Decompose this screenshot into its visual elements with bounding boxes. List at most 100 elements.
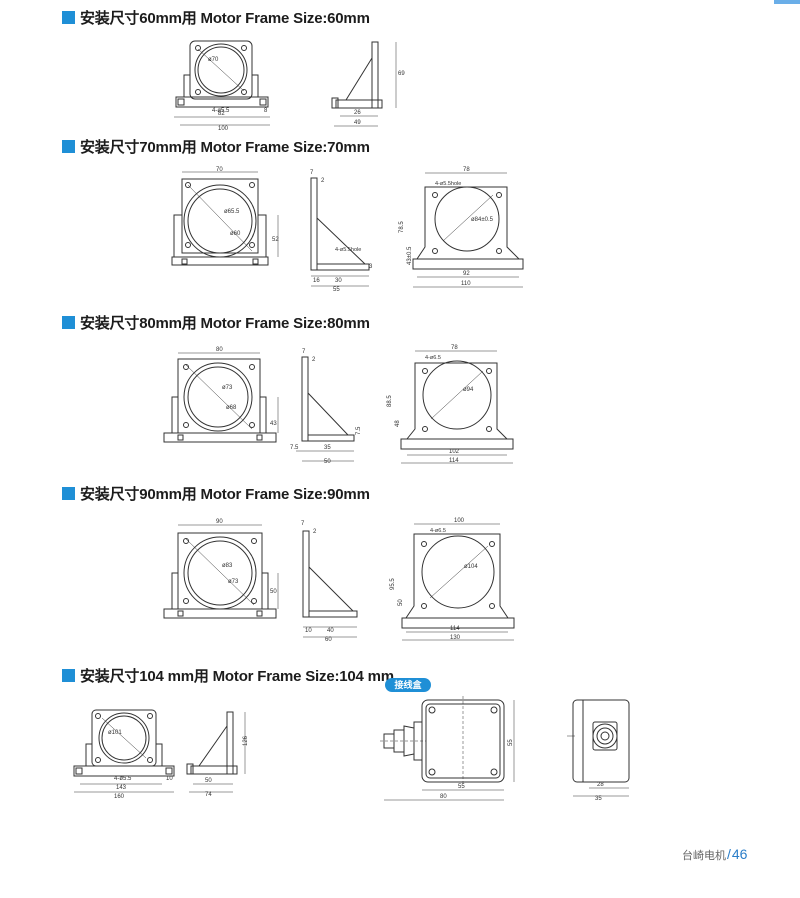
dim-text: 70 [216,167,223,173]
dim-text: 102 [449,449,460,455]
dim-text: 55 [508,739,514,746]
dim-text: 10 [305,628,312,634]
dim-text: 7 [302,349,306,355]
dim-text: 82 [218,111,225,117]
dim-text: 92 [463,271,470,277]
dim-text: 43 [270,421,277,427]
dim-text: 8 [264,108,268,114]
dim-text: 60 [325,637,332,643]
dim-text: 48 [395,420,401,427]
dim-text: 78 [451,345,458,351]
dim-text: 88.5 [387,395,393,407]
dim-text: ø73 [228,579,239,585]
bullet-square-icon [62,10,75,24]
dim-text: 40 [327,628,334,634]
dim-text: ø83 [222,563,233,569]
dim-text: 50 [270,589,277,595]
dim-text: 4-ø5.5hole [335,247,361,253]
dim-text: 130 [450,635,461,641]
dim-text: 114 [450,626,460,632]
dim-text: 50 [205,778,212,784]
dim-text: 10 [166,776,173,782]
dim-text: 30 [335,278,342,284]
dim-text: 35 [324,445,331,451]
dim-text: ø68 [226,405,237,411]
dim-text: 80 [440,794,447,800]
dim-text: 4-ø6.5 [430,528,446,534]
dim-text: 110 [461,281,471,287]
bullet-square-icon [62,315,75,329]
dim-text: 3 [369,264,373,270]
drawing-60-side: 69 26 49 [328,38,408,130]
dim-text: 2 [312,357,316,363]
dim-text: 16 [313,278,320,284]
bullet-square-icon [62,668,75,682]
drawing-90-back: 100 4-ø6.5 ø104 95.5 50 114 130 [384,514,534,644]
dim-text: 7.5 [290,445,299,451]
dim-text: ø70 [208,57,219,63]
dim-text: 4-ø5.5 [114,776,132,782]
dim-text: 4-ø5.5hole [435,181,461,187]
drawing-70-back: 78 4-ø5.5hole ø84±0.5 78.5 43±0.5 92 110 [395,163,535,291]
dim-text: 50 [398,599,404,606]
dim-text: 2 [321,178,325,184]
dim-text: 7 [310,170,314,176]
page-number: 46 [731,846,748,862]
dim-text: 69 [398,71,405,77]
section-title-60: 安装尺寸60mm用 Motor Frame Size:60mm [62,8,370,27]
bullet-square-icon [62,139,75,153]
dim-text: 50 [324,459,331,465]
dim-text: 7.5 [356,426,362,435]
dim-text: ø84±0.5 [471,217,494,223]
drawing-90-side: 7 2 10 40 60 [295,517,375,643]
dim-text: 95.5 [390,578,396,590]
footer-brand: 台崎电机 [682,850,726,862]
dim-text: 55 [333,287,340,293]
dim-text: 55 [458,784,465,790]
drawing-60-front: ø70 4-ø5.5 8 82 100 [168,35,278,133]
drawing-104-side: 126 50 74 [185,708,265,798]
dim-text: 74 [205,792,212,798]
section-title-104: 安装尺寸104 mm用 Motor Frame Size:104 mm [62,666,394,685]
dim-text: 114 [449,458,459,464]
drawing-junction-box-side: 28 35 [565,696,645,804]
dim-text: 78 [463,167,470,173]
drawing-70-side: 7 2 4-ø5.5hole 3 16 30 55 [305,168,385,293]
dim-text: 35 [595,796,602,802]
dim-text: ø101 [108,730,122,736]
dim-text: ø60 [230,231,241,237]
dim-text: 143 [116,785,127,791]
dim-text: 90 [216,519,223,525]
corner-accent-bar [774,0,800,4]
drawing-80-front: 80 ø73 ø68 43 [163,345,284,447]
section-title-70: 安装尺寸70mm用 Motor Frame Size:70mm [62,137,370,156]
drawing-90-front: 90 ø83 ø73 50 [163,517,284,622]
dim-text: 100 [218,126,229,132]
dim-text: 28 [597,782,604,788]
section-title-80: 安装尺寸80mm用 Motor Frame Size:80mm [62,313,370,332]
dim-text: 100 [454,518,465,524]
dim-text: 43±0.5 [407,246,413,265]
section-title-90: 安装尺寸90mm用 Motor Frame Size:90mm [62,484,370,503]
dim-text: 80 [216,347,223,353]
dim-text: 52 [272,237,279,243]
dim-text: 160 [114,794,125,800]
dim-text: 4-ø5.5 [212,108,230,114]
footer-separator: / [727,846,731,862]
dim-text: 78.5 [399,221,405,233]
dim-text: 26 [354,110,361,116]
drawing-junction-box-front: 55 55 80 [374,696,524,804]
dim-text: 4-ø6.5 [425,355,441,361]
dim-text: 2 [313,529,317,535]
dim-text: ø94 [463,387,474,393]
drawing-70-front: 70 ø65.5 ø60 52 [168,165,283,273]
dim-text: ø73 [222,385,233,391]
dim-text: 7 [301,521,305,527]
drawing-80-side: 7 2 7.5 7.5 35 50 [290,347,370,465]
dim-text: 49 [354,120,361,126]
drawing-104-front: ø101 4-ø5.5 10 143 160 [70,708,185,800]
page-footer: 台崎电机/46 [682,846,747,863]
bullet-square-icon [62,486,75,500]
dim-text: ø65.5 [224,209,240,215]
drawing-80-back: 78 4-ø6.5 ø94 88.5 48 102 114 [385,343,530,465]
